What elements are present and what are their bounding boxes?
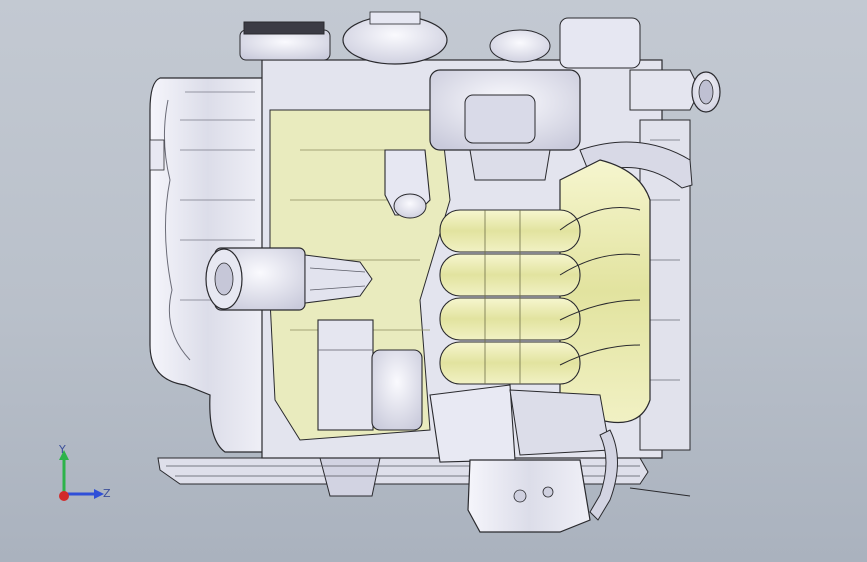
lower-bracket	[429, 384, 691, 533]
thermostat-housing	[384, 149, 431, 219]
intake-manifold	[439, 159, 651, 424]
z-arrow-icon	[94, 489, 104, 499]
starter-motor	[317, 319, 423, 431]
x-axis-dot-icon	[59, 491, 69, 501]
oil-filter	[205, 247, 373, 311]
y-axis-label: Y	[59, 443, 66, 456]
throttle-body	[429, 69, 581, 181]
z-axis-label: Z	[103, 487, 111, 500]
coolant-outlet	[629, 69, 721, 113]
top-pulleys	[239, 11, 641, 69]
axis-triad	[59, 450, 104, 501]
y-arrow-icon	[59, 450, 69, 460]
